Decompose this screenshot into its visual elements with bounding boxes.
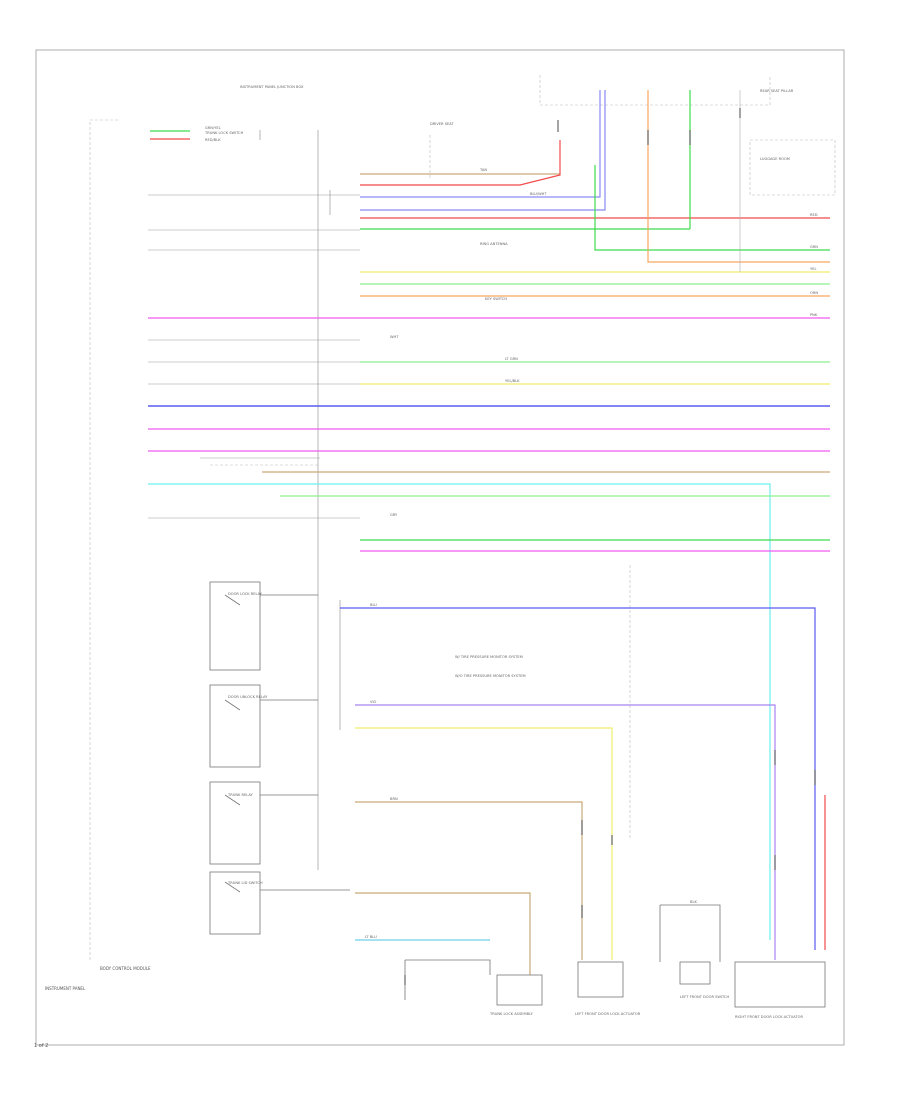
label-wire-red: RED	[810, 213, 818, 217]
label-door-lock-relay: DOOR LOCK RELAY	[228, 592, 263, 596]
label-wire-vio: VIO	[370, 700, 377, 704]
label-wire-brn: BRN	[390, 797, 398, 801]
label-wire-blk: BLK	[690, 900, 697, 904]
trunk-lid-switch-box	[209, 871, 261, 935]
label-rear-seat-pillar: REAR SEAT PILLAR	[760, 89, 794, 93]
label-wire-blu-wht: BLU/WHT	[530, 192, 547, 196]
label-wire-pnk: PNK	[810, 313, 818, 317]
label-trunk-lock-switch: TRUNK LOCK SWITCH	[204, 131, 244, 135]
colored-wires	[148, 90, 830, 975]
label-note-without-tpms: W/O TIRE PRESSURE MONITOR SYSTEM	[455, 674, 526, 678]
label-wire-yel: YEL	[810, 267, 816, 271]
component-outlines	[89, 75, 836, 960]
label-wire-lt-grn: LT GRN	[505, 357, 518, 361]
wire-violet	[355, 704, 776, 960]
label-driver-seat: DRIVER SEAT	[430, 122, 454, 126]
trunk-lock-assembly-box	[496, 974, 543, 1006]
label-key-switch: KEY SWITCH	[485, 297, 507, 301]
label-bcm: BODY CONTROL MODULE	[100, 966, 151, 971]
label-rf-door-actuator: RIGHT FRONT DOOR LOCK ACTUATOR	[735, 1015, 804, 1019]
wire-cyan	[148, 483, 771, 940]
connector-marks	[404, 108, 816, 985]
label-wire-lt-blu: LT BLU	[365, 935, 377, 939]
label-wire-gry: GRY	[390, 513, 398, 517]
trunk-relay-box	[209, 781, 261, 865]
label-note-with-tpms: W/ TIRE PRESSURE MONITOR SYSTEM	[455, 655, 523, 659]
diagram-frame	[35, 49, 845, 1046]
wire-yellow-3	[355, 727, 613, 960]
label-trunk-lock-assembly: TRUNK LOCK ASSEMBLY	[489, 1012, 534, 1016]
wire-red-top	[360, 140, 561, 186]
label-luggage-room: LUGGAGE ROOM	[760, 157, 790, 161]
label-trunk-relay: TRUNK RELAY	[227, 793, 254, 797]
wire-green-2	[594, 165, 830, 251]
rf-door-actuator-box	[734, 961, 826, 1008]
label-wire-grn: GRN	[810, 245, 818, 249]
label-door-unlock-relay: DOOR UNLOCK RELAY	[228, 695, 268, 699]
label-wire-tan: TAN	[479, 168, 487, 172]
door-switch-box	[679, 961, 711, 985]
label-ring-antenna: RING ANTENNA	[480, 242, 508, 246]
page-tag: 1 of 2	[34, 1043, 49, 1049]
label-wire-yel-blk: YEL/BLK	[505, 379, 520, 383]
label-wire-blu: BLU	[370, 603, 377, 607]
label-wire-grn-yel: GRN/YEL	[205, 126, 221, 130]
door-unlock-relay-box	[209, 684, 261, 768]
wire-blue-2	[360, 90, 606, 211]
label-wire-red-blk: RED/BLK	[205, 138, 221, 142]
label-ip-junction: INSTRUMENT PANEL JUNCTION BOX	[240, 85, 304, 89]
wire-blue-top	[360, 90, 601, 198]
label-wire-orn: ORN	[810, 291, 818, 295]
lf-door-actuator-box	[577, 961, 624, 998]
wire-tan-trunk	[355, 892, 531, 975]
vertical-bus	[259, 130, 341, 870]
wire-blue-lower	[340, 607, 816, 950]
label-door-switch: LEFT FRONT DOOR SWITCH	[680, 995, 729, 999]
relay-boxes	[209, 581, 826, 1008]
door-lock-relay-box	[209, 581, 261, 671]
bcm-pin-stubs	[148, 194, 360, 519]
wire-orange-1	[647, 90, 830, 263]
label-lf-door-actuator: LEFT FRONT DOOR LOCK ACTUATOR	[575, 1012, 641, 1016]
label-wire-wht: WHT	[390, 335, 399, 339]
wire-tan-3	[355, 801, 583, 960]
diagram-labels: BODY CONTROL MODULE INSTRUMENT PANEL INS…	[45, 85, 818, 1019]
label-instrument-panel: INSTRUMENT PANEL	[45, 986, 86, 991]
label-trunk-lid-switch: TRUNK LID SWITCH	[227, 881, 263, 885]
